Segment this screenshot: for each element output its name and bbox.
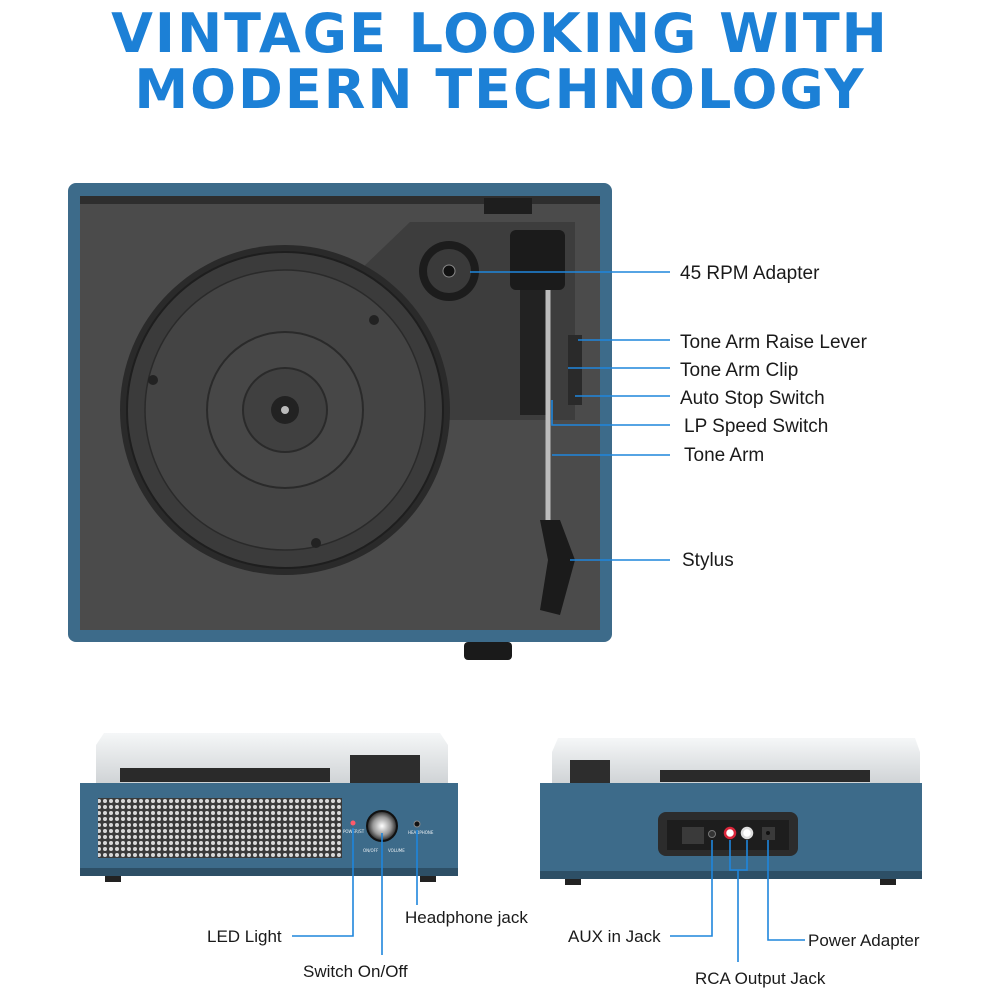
label-switch-on-off: Switch On/Off bbox=[303, 962, 408, 981]
back-view-callouts: AUX in Jack Power Adapter RCA Output Jac… bbox=[568, 840, 920, 988]
power-jack bbox=[766, 831, 770, 835]
label-headphone-jack: Headphone jack bbox=[405, 908, 528, 927]
rca-white bbox=[740, 826, 754, 840]
platter bbox=[120, 245, 450, 575]
turntable-front-view: POWER/ST ON/OFF VOLUME HEADPHONE bbox=[80, 733, 458, 882]
label-lp-speed-switch: LP Speed Switch bbox=[684, 416, 828, 437]
headphone-jack bbox=[413, 820, 421, 828]
label-stylus: Stylus bbox=[682, 550, 734, 571]
turntable-top-view bbox=[68, 183, 612, 660]
top-view-callouts: 45 RPM Adapter Tone Arm Raise Lever Tone… bbox=[470, 263, 868, 571]
label-auto-stop-switch: Auto Stop Switch bbox=[680, 388, 825, 409]
label-45-rpm-adapter: 45 RPM Adapter bbox=[680, 263, 820, 284]
turntable-back-view bbox=[540, 738, 922, 885]
led-light bbox=[350, 820, 356, 826]
device-print-power: POWER/ST bbox=[343, 829, 365, 834]
label-rca-output-jack: RCA Output Jack bbox=[695, 969, 826, 988]
speed-knob bbox=[464, 642, 512, 660]
device-print-volume: VOLUME bbox=[388, 848, 405, 853]
label-aux-in-jack: AUX in Jack bbox=[568, 927, 661, 946]
headline-line-2: MODERN TECHNOLOGY bbox=[134, 58, 866, 121]
rpm-adapter bbox=[419, 241, 479, 301]
label-tone-arm: Tone Arm bbox=[684, 445, 764, 466]
tone-arm bbox=[510, 230, 582, 615]
label-led-light: LED Light bbox=[207, 927, 282, 946]
label-tone-arm-raise-lever: Tone Arm Raise Lever bbox=[680, 332, 868, 353]
device-print-headphone: HEADPHONE bbox=[408, 830, 434, 835]
front-view-callouts: LED Light Headphone jack Switch On/Off bbox=[207, 828, 528, 981]
label-tone-arm-clip: Tone Arm Clip bbox=[680, 360, 798, 381]
label-power-adapter: Power Adapter bbox=[808, 931, 920, 950]
headline-line-1: VINTAGE LOOKING WITH bbox=[111, 2, 889, 65]
rca-red bbox=[723, 826, 737, 840]
device-print-onoff: ON/OFF bbox=[363, 848, 379, 853]
aux-jack bbox=[708, 830, 716, 838]
